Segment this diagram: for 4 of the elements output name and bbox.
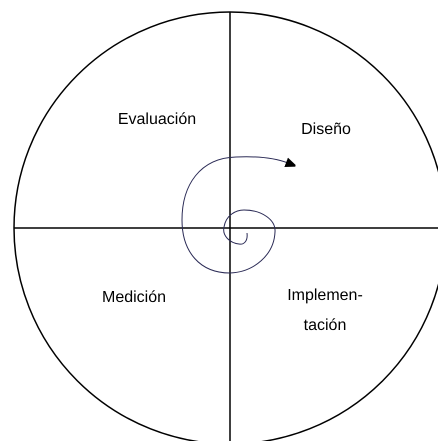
quadrant-label: Implemen- tación — [286, 286, 364, 336]
quadrant-label: Diseño — [301, 120, 351, 140]
quadrant-label: Evaluación — [118, 110, 196, 130]
quadrant-label: Medición — [102, 288, 166, 308]
